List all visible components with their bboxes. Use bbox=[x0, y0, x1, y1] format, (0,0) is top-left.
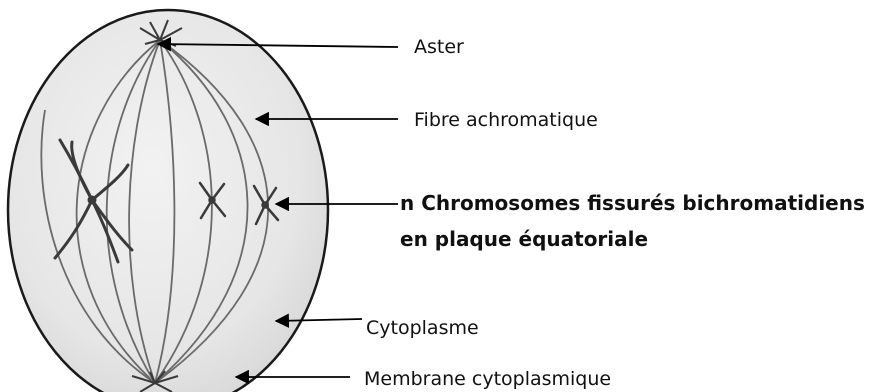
label-aster: Aster bbox=[414, 36, 464, 58]
label-chromosomes-line1: n Chromosomes fissurés bichromatidiens bbox=[400, 191, 865, 215]
label-fibre-achromatique: Fibre achromatique bbox=[414, 109, 598, 131]
label-cytoplasme: Cytoplasme bbox=[366, 317, 479, 339]
cell-membrane bbox=[8, 10, 328, 392]
label-chromosomes-line2: en plaque équatoriale bbox=[400, 227, 648, 251]
label-membrane-cytoplasmique: Membrane cytoplasmique bbox=[364, 368, 611, 390]
